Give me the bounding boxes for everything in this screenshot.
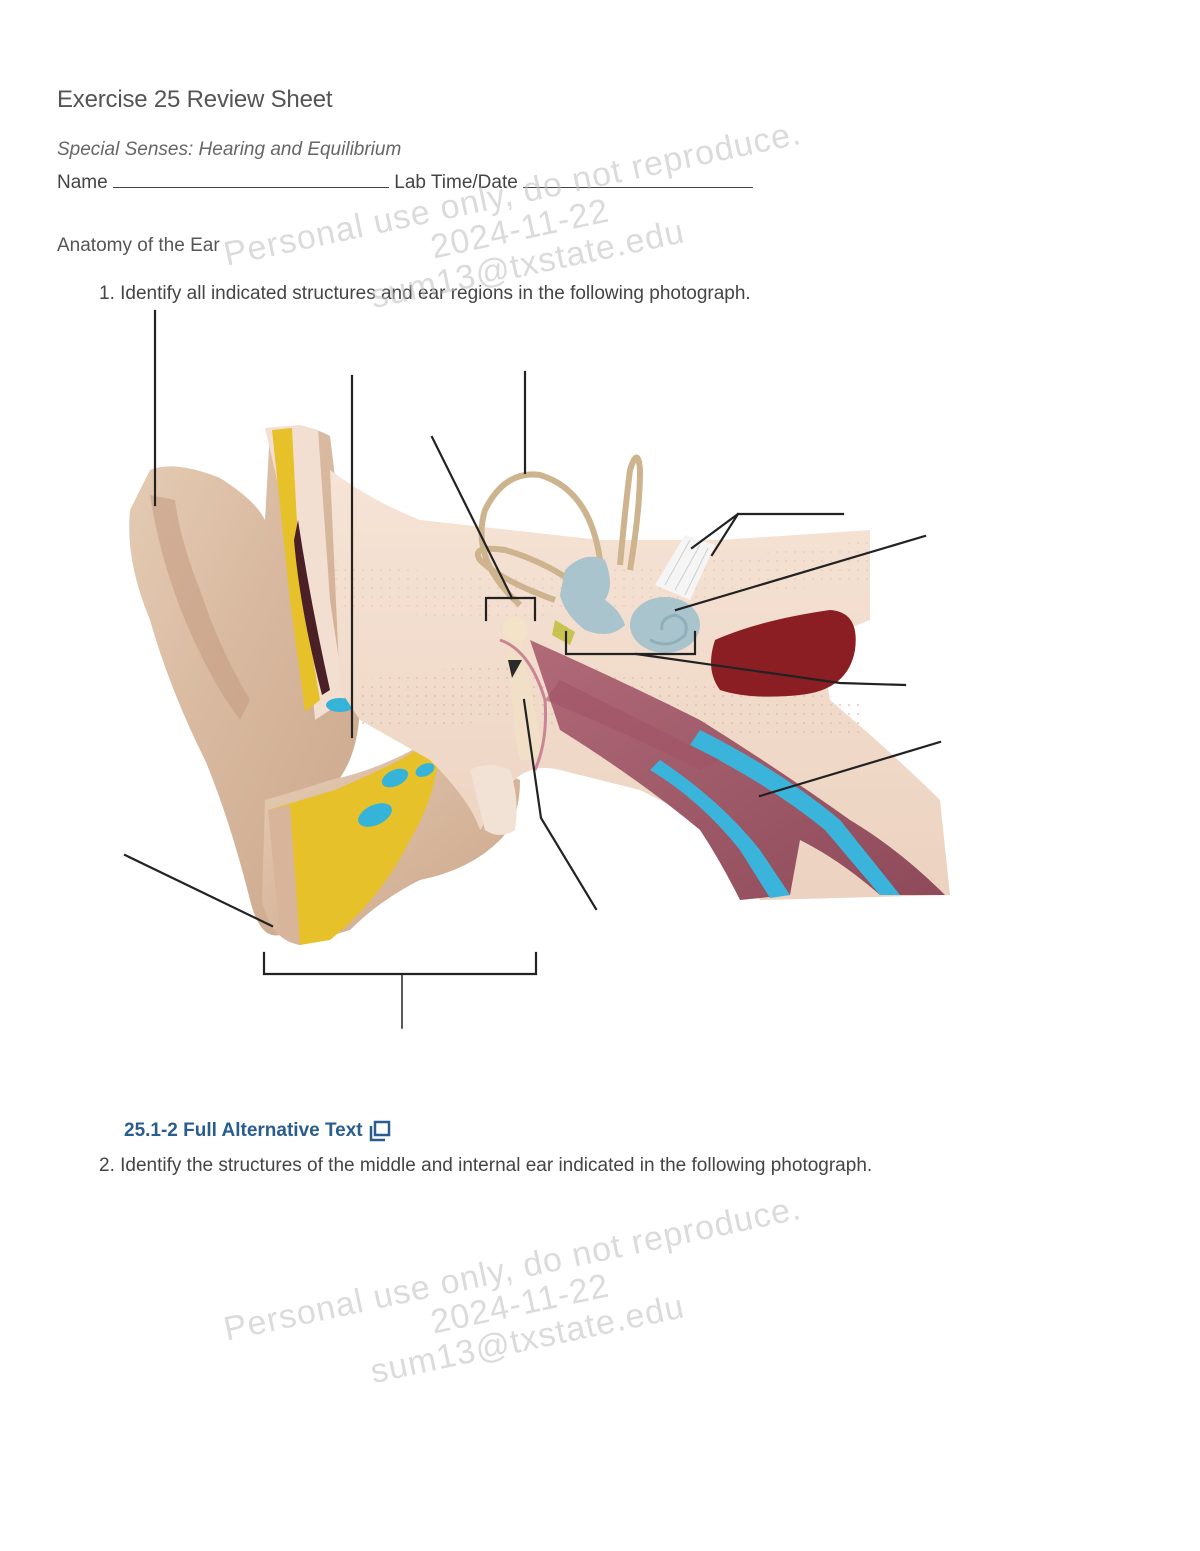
lobule-shape <box>262 698 520 945</box>
watermark-bottom: Personal use only, do not reproduce. 202… <box>186 1183 854 1426</box>
page-title: Exercise 25 Review Sheet <box>57 86 333 113</box>
alt-text-link-label: 25.1-2 Full Alternative Text <box>124 1120 363 1141</box>
question-1-number: 1. <box>99 283 115 304</box>
watermark-line-1: Personal use only, do not reproduce. <box>220 1188 805 1349</box>
question-2-text: Identify the structures of the middle an… <box>120 1155 873 1176</box>
question-2-number: 2. <box>99 1155 115 1176</box>
leader-line-4 <box>430 435 514 600</box>
full-alternative-text-link[interactable]: 25.1-2 Full Alternative Text <box>124 1120 391 1142</box>
section-heading: Anatomy of the Ear <box>57 235 220 256</box>
tympanic-membrane-shape <box>499 638 548 771</box>
page-subtitle: Special Senses: Hearing and Equilibrium <box>57 139 402 160</box>
semicircular-canals-shape <box>474 454 644 608</box>
leader-line-10 <box>123 853 274 928</box>
watermark-line-3: sum13@txstate.edu <box>367 1287 688 1392</box>
ear-anatomy-photo <box>129 425 950 945</box>
external-window-icon <box>369 1120 390 1142</box>
leader-line-9 <box>522 698 598 911</box>
leader-line-7 <box>634 652 907 687</box>
watermark-line-2: 2024-11-22 <box>427 1266 613 1342</box>
leader-line-5b <box>710 512 740 557</box>
name-label: Name <box>57 172 108 193</box>
leader-line-6 <box>674 534 927 612</box>
name-date-line: Name Lab Time/Date <box>57 172 754 194</box>
lab-time-label: Lab Time/Date <box>394 172 518 193</box>
vessel-shape <box>711 610 856 697</box>
question-1: 1. Identify all indicated structures and… <box>99 283 751 305</box>
auditory-tube-shape <box>530 640 945 900</box>
leader-line-8 <box>758 740 942 798</box>
external-ear-bracket <box>262 951 538 976</box>
question-2: 2. Identify the structures of the middle… <box>99 1155 872 1177</box>
inner-ear-bracket <box>564 630 697 656</box>
ossicles-bracket <box>484 596 537 622</box>
question-1-text: Identify all indicated structures and ea… <box>120 283 751 304</box>
leader-lines <box>123 309 942 1029</box>
vestibule-cochlea-shape <box>560 535 715 653</box>
leader-line-5a <box>690 512 845 550</box>
lab-time-field[interactable] <box>523 173 754 188</box>
name-field[interactable] <box>112 173 389 188</box>
